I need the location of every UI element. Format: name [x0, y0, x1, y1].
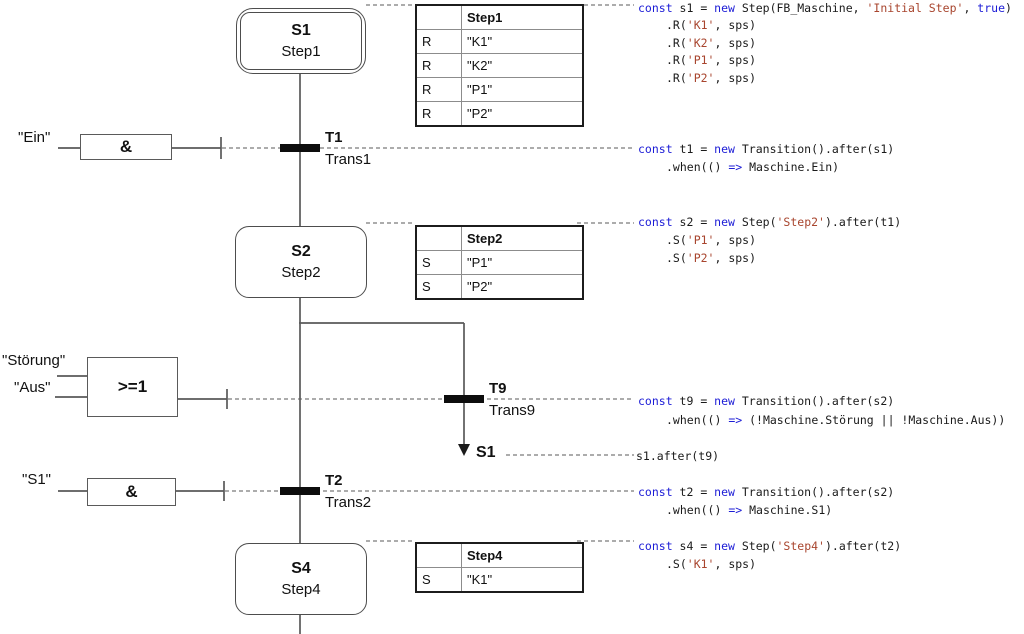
transition-bar-t1	[280, 144, 320, 152]
code-line-s1-decl: const s1 = new Step(FB_Maschine, 'Initia…	[638, 1, 1012, 15]
step-id: S4	[291, 559, 311, 577]
action-op-cell: S	[415, 250, 462, 275]
code-line-t2-when: .when(() => Maschine.S1)	[666, 503, 833, 517]
step-name: Step1	[281, 42, 321, 60]
transition-bar-t9	[444, 395, 484, 403]
action-op-cell: S	[415, 567, 462, 593]
code-line-t1-when: .when(() => Maschine.Ein)	[666, 160, 840, 174]
step-s4: S4 Step4	[235, 543, 367, 615]
or-gate-t9: >=1	[87, 357, 178, 417]
table-row: S "K1"	[415, 567, 584, 593]
action-op-cell: R	[415, 77, 462, 102]
action-operand-cell: "K1"	[461, 567, 584, 593]
transition-id-t1: T1	[325, 129, 343, 146]
code-line-jump: s1.after(t9)	[636, 449, 720, 463]
action-table-title: Step4	[461, 542, 584, 568]
action-op-cell: R	[415, 101, 462, 127]
action-op-cell: S	[415, 274, 462, 300]
action-operand-cell: "K2"	[461, 53, 584, 78]
table-row: S "P2"	[415, 274, 584, 300]
code-line-s1-r-k2: .R('K2', sps)	[666, 36, 757, 50]
code-line-s4-s-k1: .S('K1', sps)	[666, 557, 757, 571]
gate1-input-label: "Ein"	[18, 129, 51, 146]
gate2-input1-label: "Störung"	[2, 352, 66, 369]
code-line-s2-s-p2: .S('P2', sps)	[666, 251, 757, 265]
code-line-t9-decl: const t9 = new Transition().after(s2)	[638, 394, 895, 408]
action-operand-cell: "P2"	[461, 274, 584, 300]
code-line-t2-decl: const t2 = new Transition().after(s2)	[638, 485, 895, 499]
action-operand-cell: "P1"	[461, 250, 584, 275]
transition-name-t1: Trans1	[325, 151, 372, 168]
action-operand-cell: "P2"	[461, 101, 584, 127]
action-table-title: Step2	[461, 225, 584, 251]
table-row: R "P2"	[415, 101, 584, 127]
code-line-t9-when: .when(() => (!Maschine.Störung || !Masch…	[666, 413, 1006, 427]
step-name: Step4	[281, 580, 321, 598]
code-line-s1-r-k1: .R('K1', sps)	[666, 18, 757, 32]
gate-op-label: &	[125, 482, 138, 501]
action-op-cell	[415, 4, 462, 30]
action-table-title: Step1	[461, 4, 584, 30]
step-id: S1	[291, 21, 311, 39]
code-line-s2-s-p1: .S('P1', sps)	[666, 233, 757, 247]
code-line-t1-decl: const t1 = new Transition().after(s1)	[638, 142, 895, 156]
and-gate-t1: &	[80, 134, 172, 160]
action-op-cell	[415, 542, 462, 568]
action-op-cell	[415, 225, 462, 251]
gate-op-label: &	[119, 137, 133, 156]
gate-op-label: >=1	[117, 377, 148, 396]
table-row: R "K2"	[415, 53, 584, 78]
action-table-step2: Step2 S "P1" S "P2"	[415, 225, 584, 300]
jump-target-label: S1	[476, 444, 496, 461]
table-header-row: Step2	[415, 225, 584, 251]
table-header-row: Step1	[415, 4, 584, 30]
action-operand-cell: "K1"	[461, 29, 584, 54]
transition-bar-t2	[280, 487, 320, 495]
step-s2: S2 Step2	[235, 226, 367, 298]
action-op-cell: R	[415, 53, 462, 78]
table-row: R "K1"	[415, 29, 584, 54]
transition-id-t2: T2	[325, 472, 343, 489]
gate2-input2-label: "Aus"	[14, 379, 51, 396]
table-row: S "P1"	[415, 250, 584, 275]
step-id: S2	[291, 242, 311, 260]
transition-name-t2: Trans2	[325, 494, 372, 511]
table-header-row: Step4	[415, 542, 584, 568]
step-s1-inner-frame: S1 Step1	[240, 12, 362, 70]
step-s1-initial: S1 Step1	[236, 8, 366, 74]
action-operand-cell: "P1"	[461, 77, 584, 102]
and-gate-t2: &	[87, 478, 176, 506]
gate3-input-label: "S1"	[22, 471, 51, 488]
transition-name-t9: Trans9	[489, 402, 536, 419]
code-line-s2-decl: const s2 = new Step('Step2').after(t1)	[638, 215, 902, 229]
action-table-step4: Step4 S "K1"	[415, 542, 584, 593]
table-row: R "P1"	[415, 77, 584, 102]
action-table-step1: Step1 R "K1" R "K2" R "P1" R "P2"	[415, 4, 584, 127]
code-line-s4-decl: const s4 = new Step('Step4').after(t2)	[638, 539, 902, 553]
step-name: Step2	[281, 263, 321, 281]
code-line-s1-r-p1: .R('P1', sps)	[666, 53, 757, 67]
jump-arrowhead	[458, 444, 470, 456]
code-line-s1-r-p2: .R('P2', sps)	[666, 71, 757, 85]
action-op-cell: R	[415, 29, 462, 54]
transition-id-t9: T9	[489, 380, 507, 397]
